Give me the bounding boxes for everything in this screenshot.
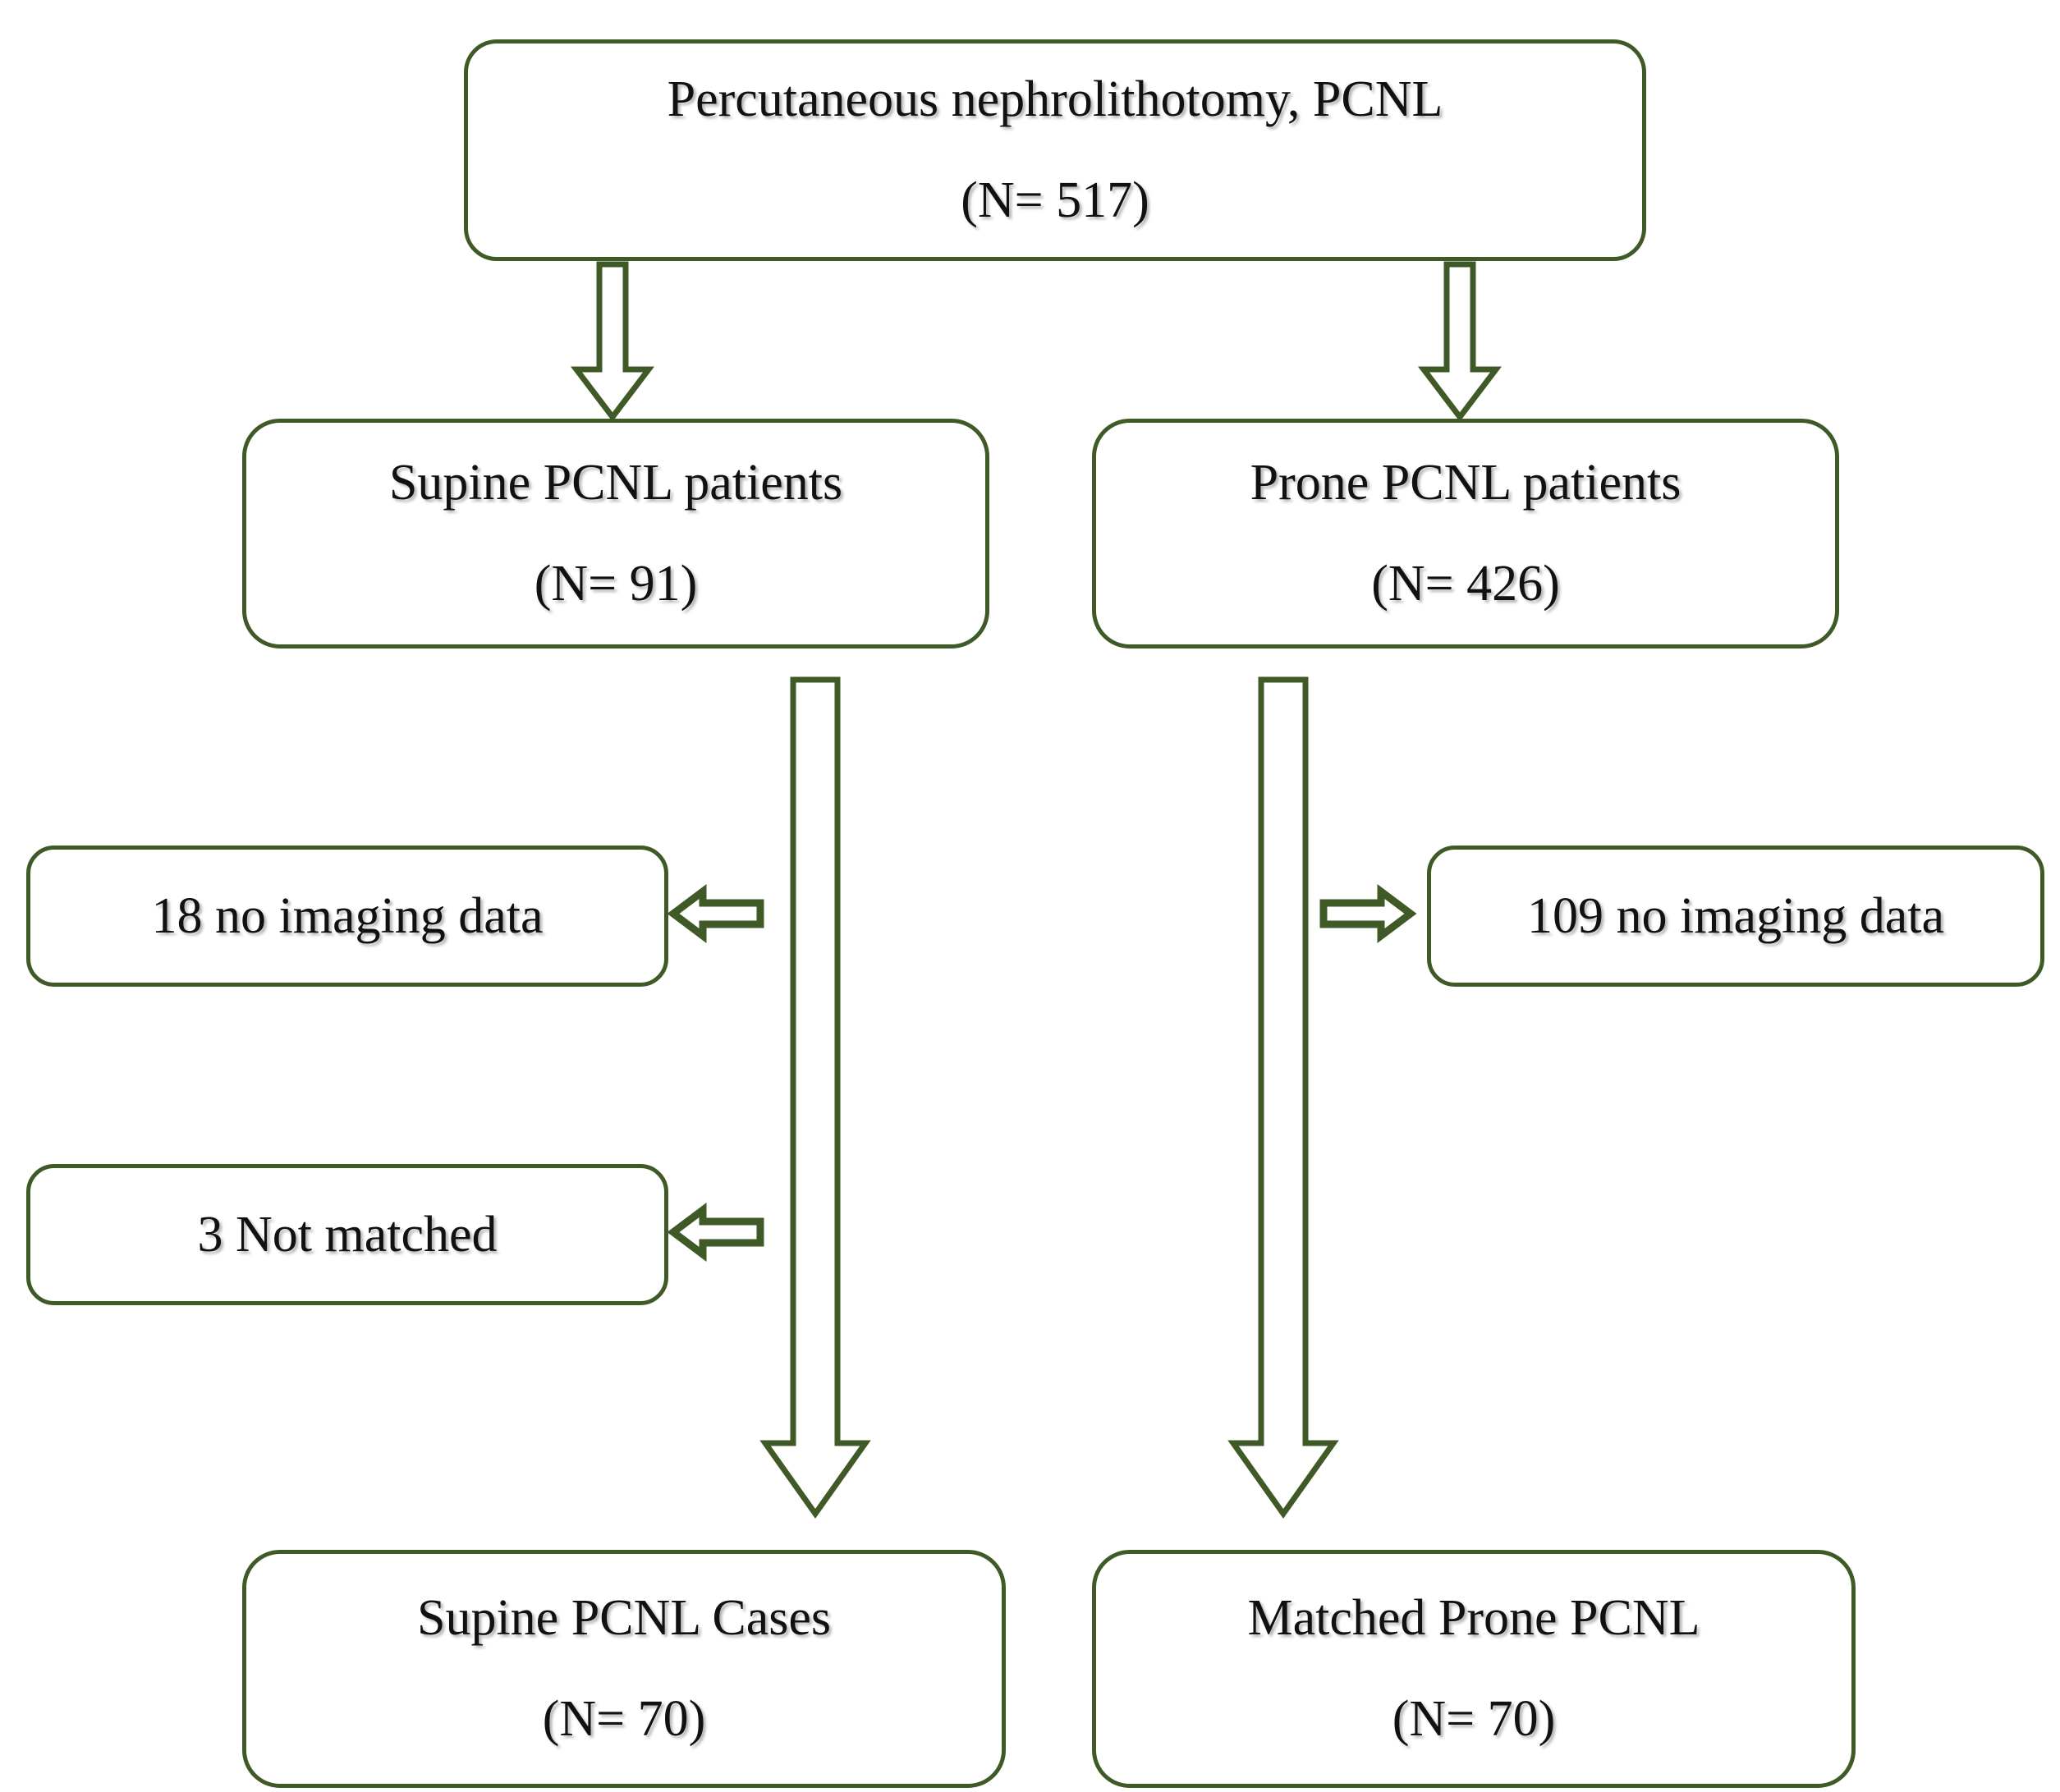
- node-excluded-no-imaging-supine: 18 no imaging data: [26, 846, 668, 987]
- arrow-prone-to-excluded-1-icon: [1319, 884, 1417, 943]
- node-supine-patients: Supine PCNL patients (N= 91): [242, 419, 989, 649]
- node-supine-count: (N= 91): [534, 556, 698, 612]
- arrow-root-to-supine-icon: [570, 261, 655, 422]
- node-excluded-no-imaging-supine-label: 18 no imaging data: [151, 887, 544, 944]
- node-excluded-not-matched-label: 3 Not matched: [197, 1206, 498, 1263]
- node-prone-patients: Prone PCNL patients (N= 426): [1092, 419, 1839, 649]
- node-supine-cases: Supine PCNL Cases (N= 70): [242, 1550, 1006, 1788]
- node-matched-prone-cases-label: Matched Prone PCNL: [1247, 1590, 1700, 1647]
- arrow-supine-to-excluded-1-icon: [667, 884, 764, 943]
- node-excluded-no-imaging-prone-label: 109 no imaging data: [1527, 887, 1944, 944]
- node-supine-cases-count: (N= 70): [542, 1691, 706, 1747]
- node-excluded-not-matched: 3 Not matched: [26, 1164, 668, 1305]
- node-root-count: (N= 517): [961, 172, 1149, 228]
- node-matched-prone-cases-count: (N= 70): [1392, 1691, 1556, 1747]
- node-supine-cases-label: Supine PCNL Cases: [416, 1590, 832, 1647]
- arrow-supine-to-excluded-2-icon: [667, 1203, 764, 1262]
- arrow-prone-to-cases-icon: [1227, 676, 1339, 1519]
- node-root: Percutaneous nephrolithotomy, PCNL (N= 5…: [464, 39, 1646, 261]
- node-excluded-no-imaging-prone: 109 no imaging data: [1427, 846, 2044, 987]
- node-matched-prone-cases: Matched Prone PCNL (N= 70): [1092, 1550, 1856, 1788]
- arrow-supine-to-cases-icon: [759, 676, 871, 1519]
- node-root-label: Percutaneous nephrolithotomy, PCNL: [667, 71, 1443, 128]
- node-prone-label: Prone PCNL patients: [1250, 455, 1681, 511]
- node-prone-count: (N= 426): [1371, 556, 1560, 612]
- node-supine-label: Supine PCNL patients: [388, 455, 843, 511]
- arrow-root-to-prone-icon: [1417, 261, 1503, 422]
